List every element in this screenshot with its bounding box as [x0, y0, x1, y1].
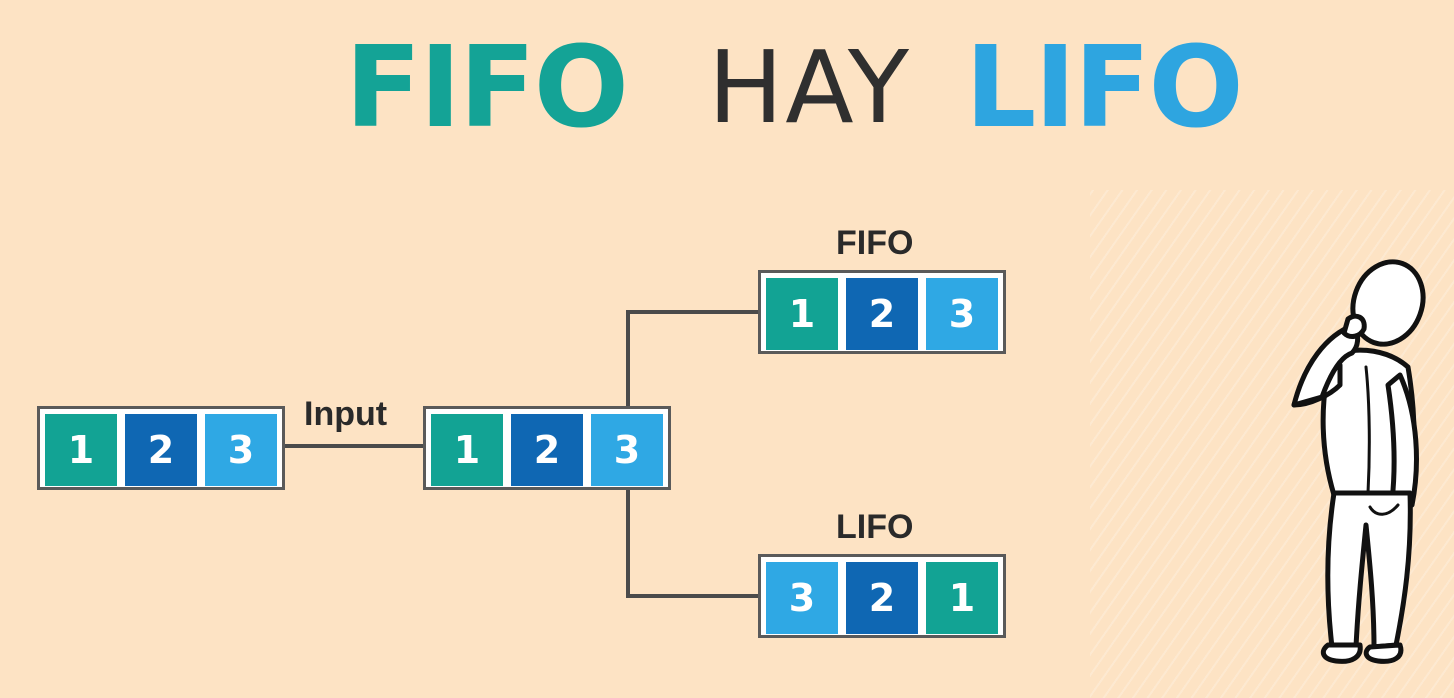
fifo-cell-2: 2 [846, 278, 918, 350]
lifo-cell-3: 1 [926, 562, 998, 634]
lifo-cell-2: 2 [846, 562, 918, 634]
fifo-queue: 1 2 3 [758, 270, 1006, 354]
fifo-cell-1: 1 [766, 278, 838, 350]
input-connector [284, 444, 426, 448]
middle-cell-2: 2 [511, 414, 583, 486]
lifo-connector-horizontal [626, 594, 760, 598]
lifo-label: LIFO [836, 508, 914, 546]
input-cell-3: 3 [205, 414, 277, 486]
title-hay: HAY [708, 29, 911, 146]
fifo-connector-horizontal [626, 310, 760, 314]
middle-cell-1: 1 [431, 414, 503, 486]
page-title: FIFO HAY LIFO [0, 28, 1454, 148]
title-lifo: LIFO [965, 23, 1244, 153]
fifo-label: FIFO [836, 224, 914, 262]
fifo-connector-vertical [626, 310, 630, 408]
input-queue: 1 2 3 [37, 406, 285, 490]
middle-queue: 1 2 3 [423, 406, 671, 490]
middle-cell-3: 3 [591, 414, 663, 486]
input-cell-2: 2 [125, 414, 197, 486]
input-cell-1: 1 [45, 414, 117, 486]
lifo-cell-1: 3 [766, 562, 838, 634]
thinking-person-icon [1291, 259, 1426, 664]
input-label: Input [304, 395, 388, 433]
title-fifo: FIFO [345, 23, 629, 153]
fifo-cell-3: 3 [926, 278, 998, 350]
lifo-queue: 3 2 1 [758, 554, 1006, 638]
lifo-connector-vertical [626, 488, 630, 598]
